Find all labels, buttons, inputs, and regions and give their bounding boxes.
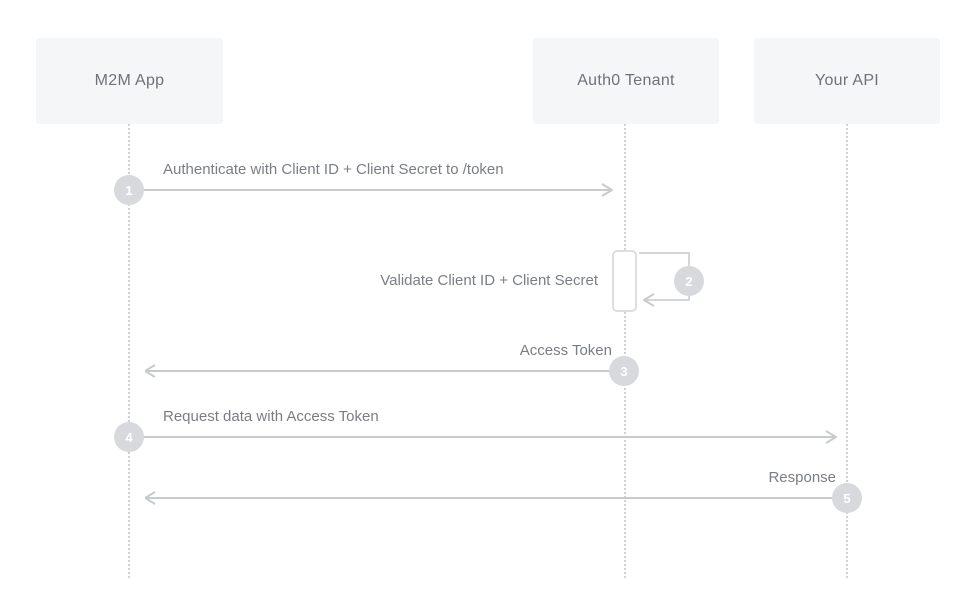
actor-box-m2m-app: M2M App (36, 38, 223, 124)
message-label-step-5: Response (768, 469, 836, 486)
arrowhead-right-icon (825, 430, 837, 444)
arrowhead-right-icon (601, 183, 613, 197)
message-label-step-2: Validate Client ID + Client Secret (380, 272, 598, 289)
arrowhead-left-icon (145, 491, 156, 505)
message-arrow-step-4 (129, 430, 837, 444)
step-number-5: 5 (832, 483, 862, 513)
message-arrow-step-3 (145, 364, 625, 378)
activation-box (612, 250, 637, 312)
arrowhead-left-icon (643, 293, 655, 307)
actor-box-auth0-tenant: Auth0 Tenant (533, 38, 719, 124)
step-number-1: 1 (114, 175, 144, 205)
message-arrow-step-1 (129, 183, 613, 197)
step-number-2: 2 (674, 266, 704, 296)
step-number-4: 4 (114, 422, 144, 452)
message-label-step-4: Request data with Access Token (163, 408, 379, 425)
arrowhead-left-icon (145, 364, 156, 378)
lifeline-m2m-app (128, 124, 130, 578)
lifeline-your-api (846, 124, 848, 578)
step-number-3: 3 (609, 356, 639, 386)
actor-label-m2m-app: M2M App (94, 72, 165, 89)
actor-label-auth0-tenant: Auth0 Tenant (577, 72, 675, 89)
message-label-step-1: Authenticate with Client ID + Client Sec… (163, 161, 504, 178)
message-label-step-3: Access Token (519, 342, 612, 359)
actor-label-your-api: Your API (814, 72, 880, 89)
actor-box-your-api: Your API (754, 38, 940, 124)
lifeline-auth0-tenant (624, 124, 626, 578)
message-arrow-step-5 (145, 491, 847, 505)
